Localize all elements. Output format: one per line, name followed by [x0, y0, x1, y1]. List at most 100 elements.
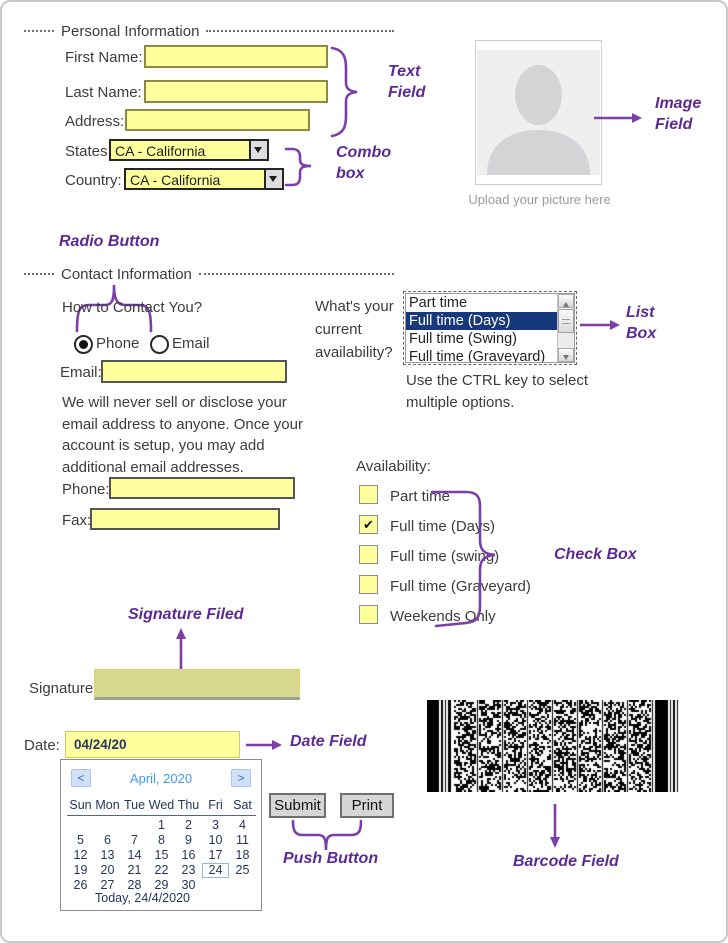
calendar-day-cell[interactable]: 16: [181, 848, 196, 862]
scroll-down-icon[interactable]: [558, 348, 574, 362]
calendar-day-header: Thu: [177, 798, 200, 812]
date-field-annotation: Date Field: [290, 733, 367, 750]
calendar-day-cell[interactable]: 27: [100, 878, 115, 892]
phone-input[interactable]: [109, 477, 295, 499]
checkbox-label[interactable]: Weekends Only: [390, 608, 496, 625]
calendar-day-cell[interactable]: 11: [236, 833, 249, 847]
scrollbar[interactable]: [557, 294, 574, 362]
ctrl-hint: Use the CTRL key to select multiple opti…: [406, 372, 589, 411]
text-field-annotation: Text Field: [388, 63, 426, 101]
fax-input[interactable]: [90, 508, 280, 530]
calendar-day-cell[interactable]: 23: [181, 863, 196, 877]
calendar-day-cell[interactable]: 18: [235, 848, 250, 862]
calendar-day-cell[interactable]: 30: [181, 878, 196, 892]
country-label: Country:: [65, 172, 122, 189]
arrow-right-icon: [594, 113, 642, 123]
calendar-day-cell[interactable]: 1: [158, 818, 165, 832]
section-title: Contact Information: [61, 265, 192, 283]
radio-email-label[interactable]: Email: [172, 335, 210, 352]
checkbox-label[interactable]: Full time (Graveyard): [390, 578, 531, 595]
calendar-day-cell[interactable]: 13: [100, 848, 115, 862]
contact-question-label: How to Contact You?: [62, 299, 203, 316]
calendar-day-cell[interactable]: 19: [73, 863, 88, 877]
chevron-down-icon[interactable]: [249, 141, 267, 159]
last-name-input[interactable]: [144, 80, 328, 103]
image-upload-caption: Upload your picture here: [468, 192, 611, 207]
dotted-rule: [198, 273, 394, 275]
calendar-day-cell[interactable]: 2: [185, 818, 192, 832]
calendar-today-footer[interactable]: Today, 24/4/2020: [95, 891, 190, 905]
calendar-day-cell[interactable]: 21: [127, 863, 142, 877]
image-upload-field[interactable]: [475, 40, 602, 185]
list-item[interactable]: Full time (Swing): [409, 331, 517, 347]
calendar-day-cell[interactable]: 10: [208, 833, 223, 847]
calendar-day-cell: [229, 878, 256, 893]
calendar-day-cell[interactable]: 14: [127, 848, 142, 862]
calendar-day-cell[interactable]: 12: [73, 848, 88, 862]
calendar-day-cell[interactable]: 5: [77, 833, 84, 847]
checkmark-icon: ✔: [363, 517, 374, 532]
arrow-down-icon: [550, 804, 560, 848]
calendar-day-cell[interactable]: 4: [239, 818, 246, 832]
radio-email[interactable]: [150, 335, 169, 354]
availability-listbox[interactable]: Part time Full time (Days) Full time (Sw…: [403, 291, 577, 365]
list-item[interactable]: Full time (Graveyard): [409, 349, 546, 362]
checkbox-part-time[interactable]: [359, 485, 378, 504]
calendar-day-cell[interactable]: 15: [154, 848, 169, 862]
radio-button-annotation: Radio Button: [59, 233, 160, 250]
chevron-down-icon[interactable]: [264, 170, 282, 188]
first-name-input[interactable]: [144, 45, 328, 68]
calendar-day-cell[interactable]: 7: [131, 833, 138, 847]
checkbox-label[interactable]: Full time (Days): [390, 518, 496, 535]
calendar-day-cell[interactable]: 26: [73, 878, 88, 892]
calendar-day-cell[interactable]: 17: [208, 848, 223, 862]
checkbox-weekends-only[interactable]: [359, 605, 378, 624]
calendar-title[interactable]: April, 2020: [129, 771, 193, 786]
country-combobox[interactable]: CA - California: [124, 168, 284, 190]
country-combobox-value: CA - California: [130, 172, 221, 188]
calendar-day-cell[interactable]: 25: [235, 863, 250, 877]
calendar-day-cell[interactable]: 29: [154, 878, 169, 892]
list-item[interactable]: Part time: [409, 295, 468, 311]
phone-label: Phone:: [62, 481, 110, 498]
brace-radio-button: [75, 284, 153, 333]
calendar-day-cell[interactable]: 22: [154, 863, 169, 877]
brace-text-field: [330, 46, 358, 138]
states-combobox[interactable]: CA - California: [109, 139, 269, 161]
date-value: 04/24/20: [74, 737, 127, 752]
email-input[interactable]: [101, 360, 287, 383]
calendar-day-cell[interactable]: 6: [104, 833, 111, 847]
calendar-prev-button[interactable]: <: [71, 769, 91, 787]
radio-phone[interactable]: [74, 335, 93, 354]
radio-phone-label[interactable]: Phone: [96, 335, 140, 352]
privacy-note: We will never sell or disclose your emai…: [62, 394, 303, 476]
combo-box-annotation: Combo box: [336, 144, 392, 182]
checkbox-full-time-graveyard[interactable]: [359, 575, 378, 594]
signature-input[interactable]: [94, 669, 300, 700]
calendar-day-cell: [202, 878, 229, 893]
calendar-day-cell[interactable]: 28: [127, 878, 142, 892]
print-button[interactable]: Print: [340, 793, 394, 818]
checkbox-label[interactable]: Full time (swing): [390, 548, 500, 565]
checkbox-full-time-swing[interactable]: [359, 545, 378, 564]
list-box-annotation: List Box: [626, 304, 657, 342]
calendar-day-cell[interactable]: 24: [202, 863, 229, 878]
email-label: Email:: [60, 364, 102, 381]
calendar-next-button[interactable]: >: [231, 769, 251, 787]
calendar-day-cell[interactable]: 20: [100, 863, 115, 877]
checkbox-full-time-days[interactable]: ✔: [359, 515, 378, 534]
person-icon: [486, 65, 591, 175]
calendar-day-cell[interactable]: 9: [185, 833, 192, 847]
list-item-selected[interactable]: Full time (Days): [406, 312, 558, 330]
scroll-up-icon[interactable]: [558, 294, 574, 308]
first-name-label: First Name:: [65, 49, 143, 66]
calendar-day-cell: [67, 818, 94, 833]
calendar-day-cell[interactable]: 3: [212, 818, 219, 832]
submit-button[interactable]: Submit: [269, 793, 326, 818]
calendar-day-header: Sun: [69, 798, 92, 812]
calendar-day-cell[interactable]: 8: [158, 833, 165, 847]
date-input[interactable]: 04/24/20: [65, 731, 240, 758]
address-input[interactable]: [125, 109, 310, 131]
brace-combo-box: [284, 147, 312, 187]
scrollbar-thumb[interactable]: [558, 309, 574, 333]
